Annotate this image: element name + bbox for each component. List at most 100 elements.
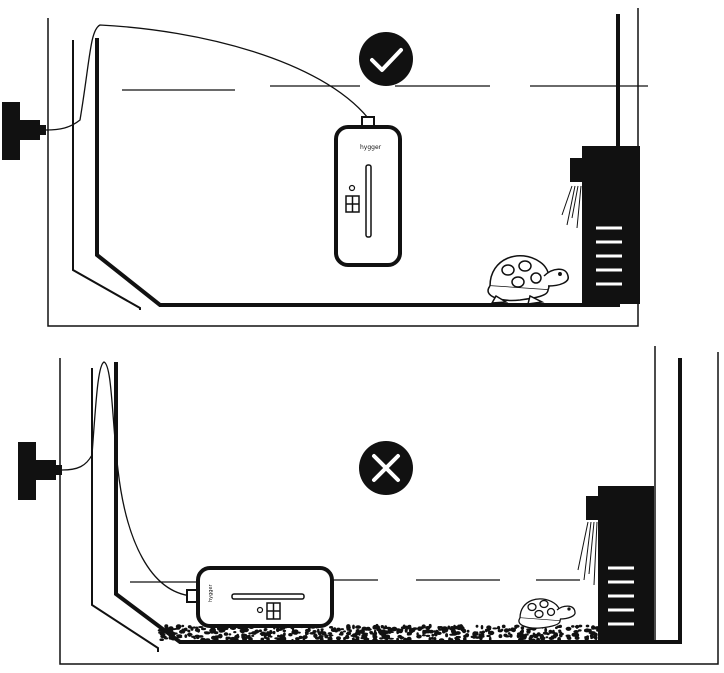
gravel-pebble <box>282 629 287 633</box>
gravel-pebble <box>324 634 329 639</box>
gravel-pebble <box>574 632 580 638</box>
gravel-pebble <box>536 637 540 642</box>
gravel-pebble <box>309 632 316 635</box>
gravel-pebble <box>437 626 440 630</box>
gravel-pebble <box>475 624 479 628</box>
gravel-pebble <box>276 628 283 631</box>
gravel-pebble <box>297 631 301 634</box>
gravel-pebble <box>433 631 438 637</box>
gravel-pebble <box>379 637 384 640</box>
gravel-pebble <box>397 628 403 634</box>
gravel-pebble <box>329 636 332 639</box>
gravel-pebble <box>360 637 365 640</box>
gravel-pebble <box>421 624 426 629</box>
gravel-pebble <box>389 631 394 633</box>
gravel-pebble <box>545 636 549 639</box>
gravel-pebble <box>313 633 318 639</box>
gravel-pebble <box>374 631 378 636</box>
gravel-pebble <box>486 628 491 632</box>
gravel-pebble <box>518 637 524 642</box>
gravel-pebble <box>187 625 192 629</box>
gravel-pebble <box>425 626 429 630</box>
gravel-pebble <box>159 638 164 641</box>
tank-glass <box>72 40 141 310</box>
gravel-pebble <box>369 632 375 635</box>
gravel-pebble <box>181 624 185 628</box>
gravel-pebble <box>222 627 228 631</box>
gravel-pebble <box>481 630 486 634</box>
gravel-pebble <box>400 626 406 630</box>
gravel-pebble <box>361 626 367 631</box>
gravel-pebble <box>373 635 378 639</box>
gravel-pebble <box>497 625 501 630</box>
gravel-pebble <box>161 627 165 630</box>
gravel-pebble <box>422 629 425 635</box>
gravel-pebble <box>277 634 280 638</box>
gravel-pebble <box>175 624 182 629</box>
gravel-pebble <box>436 631 442 635</box>
gravel-pebble <box>454 638 461 641</box>
gravel-pebble <box>384 625 388 629</box>
gravel-pebble <box>305 630 308 636</box>
gravel-pebble <box>445 633 449 638</box>
gravel-pebble <box>593 632 598 637</box>
gravel-pebble <box>555 626 558 630</box>
gravel-pebble <box>350 634 356 637</box>
gravel-pebble <box>160 633 166 636</box>
gravel-pebble <box>343 637 346 641</box>
gravel-pebble <box>388 628 391 631</box>
heater-brand-logo: hygger <box>208 583 214 602</box>
power-plug <box>18 442 62 500</box>
gravel-pebble <box>194 634 200 638</box>
gravel-pebble <box>447 625 451 630</box>
gravel-pebble <box>160 630 165 634</box>
gravel-pebble <box>260 637 265 641</box>
gravel-pebble <box>291 630 296 635</box>
gravel-pebble <box>461 628 467 634</box>
gravel-pebble <box>258 629 262 633</box>
gravel-pebble <box>266 631 270 634</box>
gravel-pebble <box>319 637 324 642</box>
gravel-pebble <box>565 634 571 638</box>
gravel-pebble <box>551 631 556 634</box>
turtle-figure <box>518 598 576 629</box>
gravel-pebble <box>229 636 236 642</box>
gravel-pebble <box>315 636 320 640</box>
gravel-pebble <box>428 623 432 629</box>
gravel-pebble <box>263 635 267 639</box>
gravel-pebble <box>228 633 232 636</box>
power-cord <box>61 361 193 597</box>
gravel-pebble <box>327 632 333 635</box>
gravel-pebble <box>428 637 432 642</box>
gravel-pebble <box>353 638 360 641</box>
gravel-pebble <box>200 637 206 642</box>
gravel-pebble <box>210 627 214 631</box>
gravel-pebble <box>205 638 211 641</box>
gravel-pebble <box>430 636 434 640</box>
gravel-pebble <box>176 634 183 637</box>
gravel-pebble <box>403 637 408 643</box>
gravel-pebble <box>466 629 470 633</box>
gravel-pebble <box>283 632 286 637</box>
gravel-pebble <box>225 637 229 641</box>
gravel-pebble <box>463 637 467 642</box>
gravel-pebble <box>585 624 590 628</box>
gravel-pebble <box>479 632 485 638</box>
gravel-pebble <box>372 625 378 630</box>
gravel-pebble <box>362 632 368 638</box>
gravel-pebble <box>559 633 563 638</box>
gravel-pebble <box>540 633 544 638</box>
gravel-pebble <box>486 634 491 638</box>
gravel-pebble <box>200 627 207 631</box>
gravel-pebble <box>488 630 495 636</box>
gravel-pebble <box>192 626 196 629</box>
gravel-pebble <box>406 633 411 636</box>
gravel-pebble <box>233 631 237 634</box>
gravel-pebble <box>553 633 559 637</box>
gravel-pebble <box>573 630 579 634</box>
gravel-pebble <box>295 637 300 641</box>
gravel-pebble <box>336 636 341 641</box>
gravel-pebble <box>272 630 276 635</box>
gravel-pebble <box>260 632 264 637</box>
